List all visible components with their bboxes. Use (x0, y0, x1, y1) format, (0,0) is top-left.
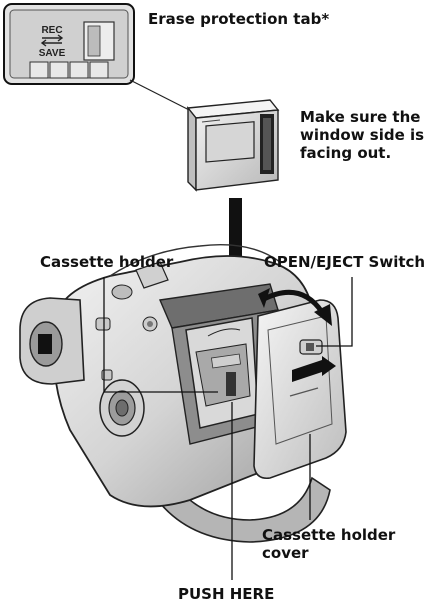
label-open-eject-switch: OPEN/EJECT Switch (264, 253, 425, 271)
inset-rec-label: REC (41, 25, 62, 36)
cassette (188, 100, 278, 190)
label-make-sure-window-side: Make sure the window side is facing out. (300, 108, 424, 162)
cassette-holder-cover (254, 300, 346, 478)
label-cassette-holder-cover: Cassette holder cover (262, 526, 395, 562)
label-push-here: PUSH HERE (178, 585, 274, 603)
mode-dial (100, 380, 144, 436)
label-cassette-holder: Cassette holder (40, 253, 173, 271)
viewfinder (20, 298, 84, 384)
inset-save-label: SAVE (39, 48, 66, 59)
camcorder (20, 245, 346, 542)
label-erase-protection-tab: Erase protection tab* (148, 10, 329, 28)
